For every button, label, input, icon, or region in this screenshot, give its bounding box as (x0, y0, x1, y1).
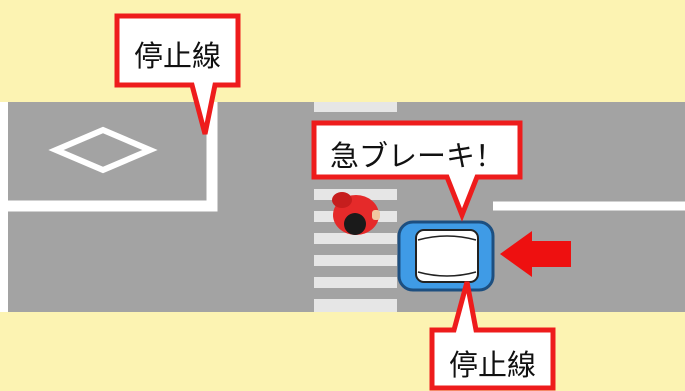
sidewalk-top (0, 0, 685, 102)
diamond-marking-icon (48, 126, 158, 174)
callout-stop-line-upper (114, 13, 241, 135)
car-icon (397, 220, 495, 292)
center-line (8, 102, 218, 212)
callout-sudden-brake-label: 急ブレーキ！ (329, 139, 504, 173)
direction-arrow-icon (500, 231, 571, 277)
callout-stop-line-upper-label: 停止線 (133, 39, 221, 73)
callout-sudden-brake (311, 120, 523, 222)
callout-stop-line-lower-label: 停止線 (448, 348, 536, 382)
pedestrian-icon (332, 192, 380, 235)
sidewalk-bottom (0, 312, 685, 391)
callout-stop-line-lower (429, 281, 556, 391)
